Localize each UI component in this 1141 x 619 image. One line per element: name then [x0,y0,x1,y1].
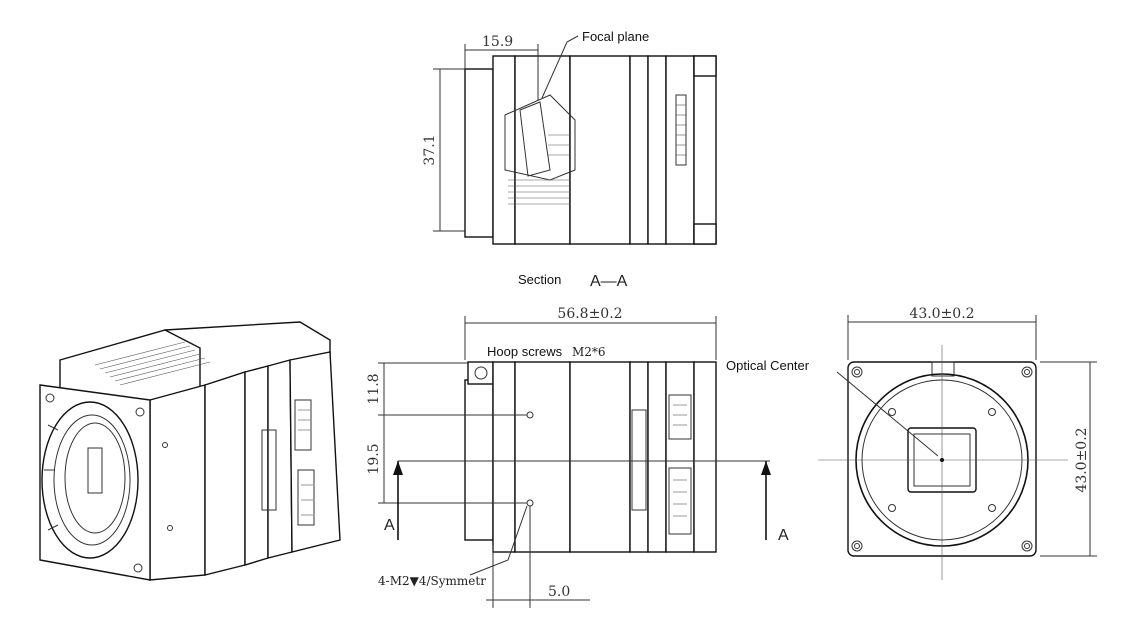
section-arrow-left-label: A [384,517,395,534]
dim-screw-top-offset: 11.8 [366,373,382,404]
focal-plane-label: Focal plane [582,29,649,44]
dim-front-height: 43.0±0.2 [1074,427,1090,492]
dim-body-length: 56.8±0.2 [557,306,622,322]
dim-front-width: 43.0±0.2 [909,306,974,322]
section-mark: A—A [590,273,628,290]
section-view: 15.9 Focal plane 37.1 Section A—A [422,29,717,290]
side-view: 56.8±0.2 Hoop screws M2*6 [366,306,789,608]
hoop-screws-spec: M2*6 [572,345,606,359]
dim-flange-depth: 15.9 [482,34,513,50]
isometric-view [39,321,341,581]
section-arrow-right-label: A [778,527,789,544]
hole-spec-label: 4-M2▼4/Symmetr [378,574,486,588]
dim-section-height: 37.1 [422,134,438,165]
dim-screw-edge-offset: 5.0 [548,584,570,600]
optical-center-label: Optical Center [726,358,810,373]
front-view: 43.0±0.2 43.0±0.2 Optical Center [726,306,1097,580]
dim-screw-spacing: 19.5 [366,443,382,474]
hoop-screws-label: Hoop screws [487,344,563,359]
section-caption: Section [518,272,561,287]
